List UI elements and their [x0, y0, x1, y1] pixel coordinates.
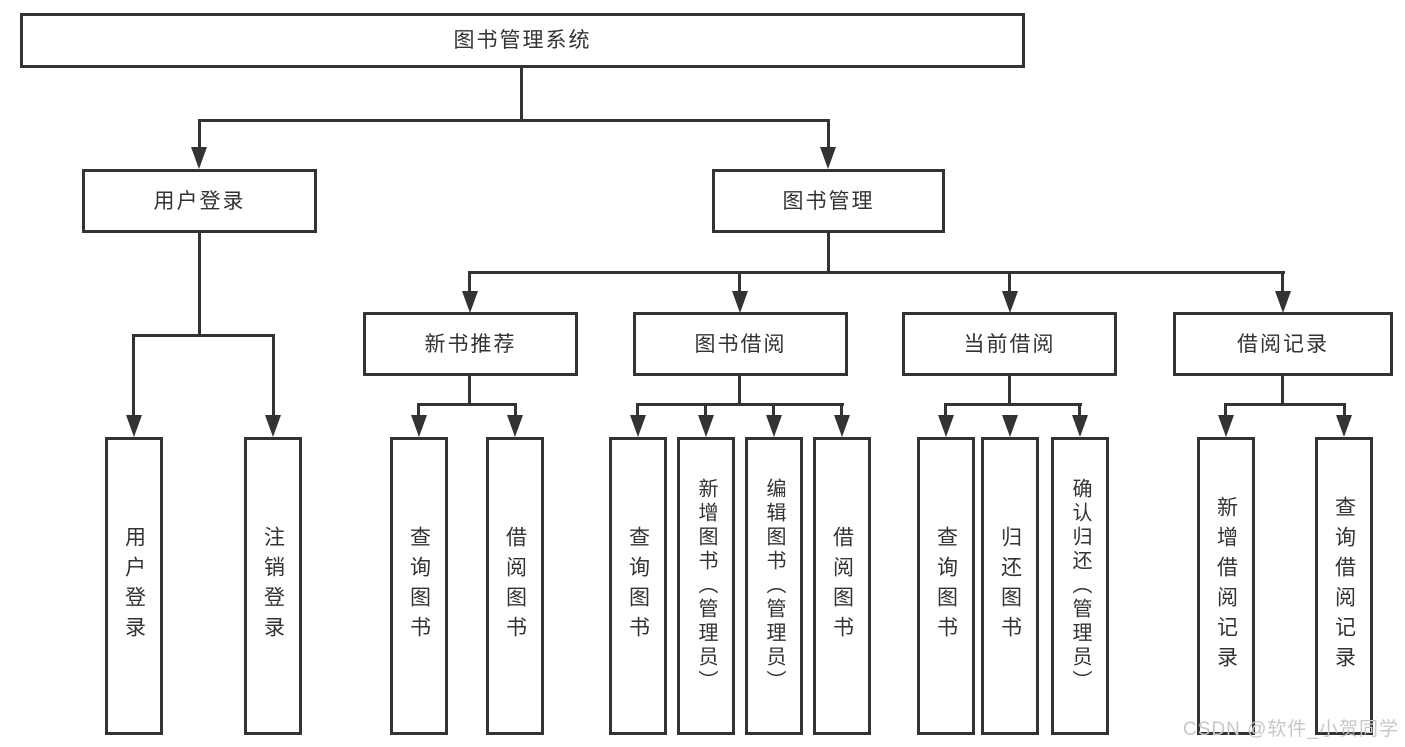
connector-line [944, 403, 947, 419]
arrow-down-icon [834, 415, 850, 437]
leaf-edit-book-admin: 编辑图书（管理员） [745, 437, 803, 735]
leaf-query-books: 查询图书 [390, 437, 448, 735]
node-book-borrow: 图书借阅 [633, 312, 848, 376]
connector-line [417, 403, 517, 406]
node-root-library-system: 图书管理系统 [20, 13, 1025, 68]
arrow-down-icon [698, 415, 714, 437]
arrow-down-icon [630, 415, 646, 437]
leaf-logout: 注销登录 [244, 437, 302, 735]
leaf-borrow-books: 借阅图书 [813, 437, 871, 735]
arrow-down-icon [126, 415, 142, 437]
arrow-down-icon [820, 147, 836, 169]
node-borrow-records: 借阅记录 [1173, 312, 1393, 376]
arrow-down-icon [732, 291, 748, 313]
connector-line [772, 403, 775, 419]
connector-line [132, 334, 275, 337]
arrow-down-icon [766, 415, 782, 437]
connector-line [827, 233, 830, 274]
connector-line [198, 119, 201, 151]
connector-line [520, 68, 523, 121]
node-current-borrow: 当前借阅 [902, 312, 1117, 376]
arrow-down-icon [507, 415, 523, 437]
node-new-book-recommend: 新书推荐 [363, 312, 578, 376]
connector-line [636, 403, 639, 419]
arrow-down-icon [1002, 291, 1018, 313]
arrow-down-icon [265, 415, 281, 437]
connector-line [1224, 403, 1346, 406]
connector-line [738, 271, 741, 296]
leaf-user-login: 用户登录 [105, 437, 163, 735]
connector-line [468, 271, 471, 296]
connector-line [468, 271, 1285, 274]
leaf-confirm-return-admin: 确认归还（管理员） [1051, 437, 1109, 735]
connector-line [1008, 376, 1011, 406]
arrow-down-icon [191, 147, 207, 169]
connector-line [132, 334, 135, 417]
leaf-add-book-admin: 新增图书（管理员） [677, 437, 735, 735]
leaf-return-book: 归还图书 [981, 437, 1039, 735]
connector-line [944, 403, 1082, 406]
leaf-add-borrow-record: 新增借阅记录 [1197, 437, 1255, 735]
connector-line [827, 119, 830, 151]
connector-line [1281, 376, 1284, 406]
arrow-down-icon [1336, 415, 1352, 437]
connector-line [514, 403, 517, 419]
connector-line [417, 403, 420, 419]
arrow-down-icon [1218, 415, 1234, 437]
arrow-down-icon [1002, 415, 1018, 437]
connector-line [198, 119, 830, 122]
arrow-down-icon [938, 415, 954, 437]
arrow-down-icon [1072, 415, 1088, 437]
leaf-query-borrow-record: 查询借阅记录 [1315, 437, 1373, 735]
leaf-query-books: 查询图书 [917, 437, 975, 735]
connector-line [1224, 403, 1227, 419]
connector-line [1281, 271, 1284, 296]
connector-line [704, 403, 707, 419]
connector-line [468, 376, 471, 406]
leaf-query-books: 查询图书 [609, 437, 667, 735]
connector-line [1343, 403, 1346, 419]
watermark: CSDN @软件_小贺同学 [1183, 719, 1399, 740]
connector-line [1008, 271, 1011, 296]
connector-line [1078, 403, 1081, 419]
connector-line [272, 334, 275, 417]
arrow-down-icon [1275, 291, 1291, 313]
leaf-borrow-books: 借阅图书 [486, 437, 544, 735]
connector-line [840, 403, 843, 419]
connector-line [198, 233, 201, 336]
arrow-down-icon [411, 415, 427, 437]
connector-line [738, 376, 741, 406]
node-book-management: 图书管理 [712, 169, 945, 233]
connector-line [636, 403, 844, 406]
arrow-down-icon [462, 291, 478, 313]
node-user-login: 用户登录 [82, 169, 317, 233]
